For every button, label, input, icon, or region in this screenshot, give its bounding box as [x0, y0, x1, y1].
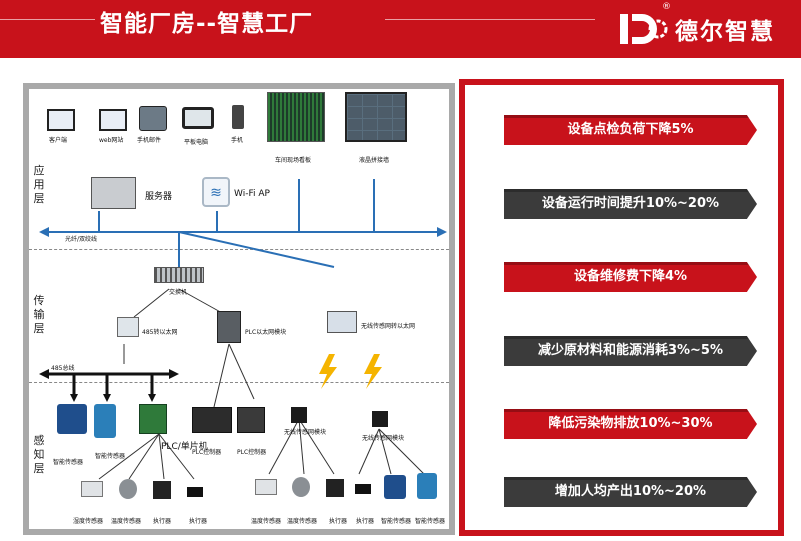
switch-icon [154, 267, 204, 283]
plc-controller-icon-2 [237, 407, 265, 433]
temp-sensor-icon-3 [292, 477, 310, 497]
actuator-icon-2 [187, 487, 203, 497]
header-line-right [385, 19, 595, 20]
wifi-icon: ≋ [202, 177, 230, 207]
label-rs485-eth: 485转以太网 [142, 329, 178, 336]
label-actuator-4: 执行器 [356, 518, 375, 525]
client-monitor-icon [47, 109, 75, 131]
wireless-gateway-icon [327, 311, 357, 333]
temp-sensor-icon-1 [119, 479, 137, 499]
label-temp-sensor-3: 温度传感器 [287, 518, 318, 525]
benefit-banner-4: 减少原材料和能源消耗3%~5% [504, 336, 757, 366]
benefit-banner-6: 增加人均产出10%~20% [504, 477, 757, 507]
registered-mark: ® [662, 2, 671, 12]
server-icon [91, 177, 136, 209]
label-plc-eth: PLC以太网模块 [245, 329, 287, 336]
phone-app-icon [139, 106, 167, 131]
label-lcd-wall: 液晶拼接墙 [359, 157, 390, 164]
actuator-icon-1 [153, 481, 171, 499]
diagram-connectors [39, 179, 447, 480]
header-bar: 智能厂房--智慧工厂 ® 德尔智慧 [0, 0, 801, 58]
label-485-bus: 485总线 [51, 365, 75, 372]
label-server: 服务器 [145, 192, 173, 202]
benefit-banner-5: 降低污染物排放10%~30% [504, 409, 757, 439]
layer-separator-app [29, 249, 449, 250]
label-smart-sensor-1: 智能传感器 [53, 459, 84, 466]
label-plc-ctrl-2: PLC控制器 [237, 449, 267, 456]
label-phone: 手机 [231, 137, 244, 144]
actuator-icon-3 [326, 479, 344, 497]
label-actuator-1: 执行器 [153, 518, 172, 525]
web-monitor-icon [99, 109, 127, 131]
label-fiber-bus: 光纤/双绞线 [65, 236, 98, 243]
label-wireless-gw: 无线传感网转以太网 [361, 323, 416, 330]
label-wireless-mod-1: 无线传感网模块 [284, 429, 327, 436]
phone-icon [232, 105, 244, 129]
benefit-banner-2: 设备运行时间提升10%~20% [504, 189, 757, 219]
layer-label-application: 应用层 [33, 164, 45, 205]
company-logo-icon [620, 14, 668, 44]
smart-sensor-icon-1 [57, 404, 87, 434]
lcd-wall-image [345, 92, 407, 142]
header-line-left [0, 19, 95, 20]
label-client: 客户端 [49, 137, 68, 144]
label-smart-sensor-4: 智能传感器 [415, 518, 446, 525]
label-wifi: Wi-Fi AP [234, 189, 270, 199]
label-smart-sensor-2: 智能传感器 [95, 453, 126, 460]
layer-separator-transport [29, 382, 449, 383]
label-hum-sensor: 湿度传感器 [73, 518, 104, 525]
rs485-converter-icon [117, 317, 139, 337]
benefit-banner-3: 设备维修费下降4% [504, 262, 757, 292]
wireless-module-icon-1 [291, 407, 307, 423]
plc-controller-icon-1 [192, 407, 232, 433]
tablet-icon [182, 107, 214, 129]
smart-sensor-icon-3 [384, 475, 406, 499]
smart-sensor-icon-2 [94, 404, 116, 438]
label-wireless-mod-2: 无线传感网模块 [362, 435, 405, 442]
label-temp-sensor-1: 温度传感器 [111, 518, 142, 525]
benefits-panel: 设备点检负荷下降5% 设备运行时间提升10%~20% 设备维修费下降4% 减少原… [459, 79, 784, 536]
label-actuator-3: 执行器 [329, 518, 348, 525]
plc-eth-module-icon [217, 311, 241, 343]
temp-sensor-icon-2 [255, 479, 277, 495]
label-web: web网站 [99, 137, 124, 144]
workshop-board-image [267, 92, 325, 142]
label-plc-mcu: PLC/单片机 [161, 442, 208, 452]
actuator-icon-4 [355, 484, 371, 494]
company-name: 德尔智慧 [675, 19, 775, 45]
label-smart-sensor-3: 智能传感器 [381, 518, 412, 525]
label-workshop-board: 车间现场看板 [275, 157, 312, 164]
label-switch: 交换机 [169, 289, 188, 296]
label-tablet: 平板电脑 [184, 139, 209, 146]
plc-mcu-board-icon [139, 404, 167, 434]
humidity-sensor-icon [81, 481, 103, 497]
wireless-module-icon-2 [372, 411, 388, 427]
smart-sensor-icon-4 [417, 473, 437, 499]
benefit-banner-1: 设备点检负荷下降5% [504, 115, 757, 145]
lightning-icon-2 [364, 354, 382, 389]
layer-label-transport: 传输层 [33, 294, 45, 335]
lightning-icon-1 [319, 354, 337, 389]
label-plc-ctrl-1: PLC控制器 [192, 449, 222, 456]
label-actuator-2: 执行器 [189, 518, 208, 525]
page-title: 智能厂房--智慧工厂 [100, 11, 314, 37]
label-temp-sensor-2: 温度传感器 [251, 518, 282, 525]
layer-label-perception: 感知层 [33, 434, 45, 475]
architecture-diagram: 应用层 传输层 感知层 [23, 83, 455, 535]
label-phone-app: 手机邮件 [137, 137, 162, 144]
